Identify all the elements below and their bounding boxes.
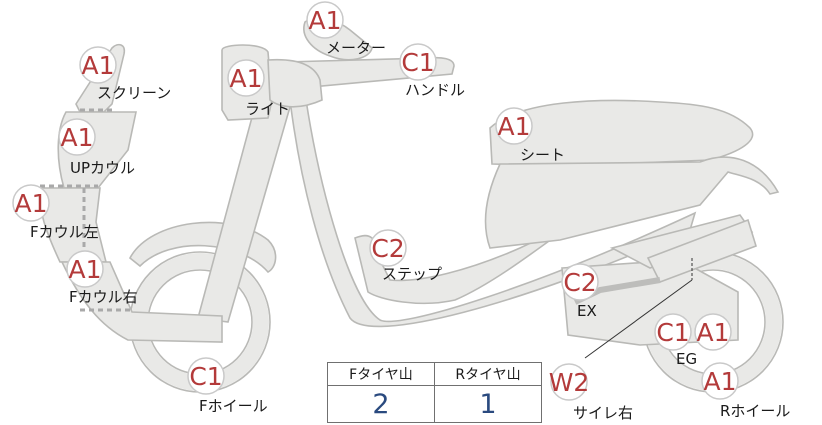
grade-up-cowl: A1: [60, 123, 93, 152]
grade-f-cowl-right: A1: [68, 255, 101, 284]
label-up-cowl: UPカウル: [70, 159, 135, 177]
label-eg: EG: [676, 350, 697, 368]
rear-body: [484, 156, 780, 249]
label-f-cowl-left: Fカウル左: [30, 223, 99, 241]
tread-value-front: 2: [327, 385, 435, 423]
headlight-nose: [267, 58, 323, 108]
part-screen: A1 スクリーン: [79, 46, 171, 102]
part-handle: C1 ハンドル: [399, 43, 465, 99]
label-screen: スクリーン: [97, 84, 171, 102]
part-light: A1 ライト: [227, 59, 290, 118]
part-seat: A1 シート: [495, 107, 565, 164]
label-light: ライト: [245, 100, 290, 118]
seat-shape: [489, 99, 754, 167]
part-eg: C1 A1 EG: [654, 313, 732, 368]
grade-light: A1: [229, 64, 262, 93]
label-r-wheel: Rホイール: [720, 402, 790, 420]
label-silencer-right: サイレ右: [573, 404, 633, 422]
label-f-cowl-right: Fカウル右: [69, 288, 138, 306]
part-meter: A1 メーター: [306, 1, 386, 57]
tread-header-rear: Rタイヤ山: [434, 362, 542, 386]
grade-handle: C1: [401, 48, 434, 77]
grade-seat: A1: [497, 112, 530, 141]
label-f-wheel: Fホイール: [199, 397, 268, 415]
part-f-cowl-left: A1 Fカウル左: [12, 184, 99, 241]
label-step: ステップ: [382, 265, 442, 283]
part-f-cowl-right: A1 Fカウル右: [66, 250, 138, 306]
label-ex: EX: [577, 302, 597, 320]
part-ex: C2 EX: [561, 263, 599, 320]
grade-silencer-right: W2: [549, 368, 590, 397]
tire-tread-table: Fタイヤ山 Rタイヤ山 2 1: [327, 362, 542, 423]
part-r-wheel: A1 Rホイール: [701, 362, 790, 420]
grade-f-wheel: C1: [189, 362, 222, 391]
leader-line: [584, 279, 693, 359]
label-seat: シート: [520, 146, 565, 164]
label-meter: メーター: [326, 39, 386, 57]
part-up-cowl: A1 UPカウル: [58, 118, 135, 177]
grade-r-wheel: A1: [703, 367, 736, 396]
shock: [646, 218, 757, 284]
grade-step: C2: [371, 234, 404, 263]
grade-meter: A1: [308, 6, 341, 35]
grade-f-cowl-left: A1: [14, 189, 47, 218]
frame-tube: [289, 99, 697, 328]
part-silencer-right: W2 サイレ右: [549, 363, 633, 422]
grade-ex: C2: [563, 268, 596, 297]
part-step: C2 ステップ: [369, 229, 442, 283]
part-f-wheel: C1 Fホイール: [187, 357, 268, 415]
grade-eg-1: C1: [656, 318, 689, 347]
tread-value-rear: 1: [434, 385, 542, 423]
grade-eg-2: A1: [696, 318, 729, 347]
label-handle: ハンドル: [405, 81, 465, 99]
tread-header-front: Fタイヤ山: [327, 362, 435, 386]
grade-screen: A1: [81, 51, 114, 80]
